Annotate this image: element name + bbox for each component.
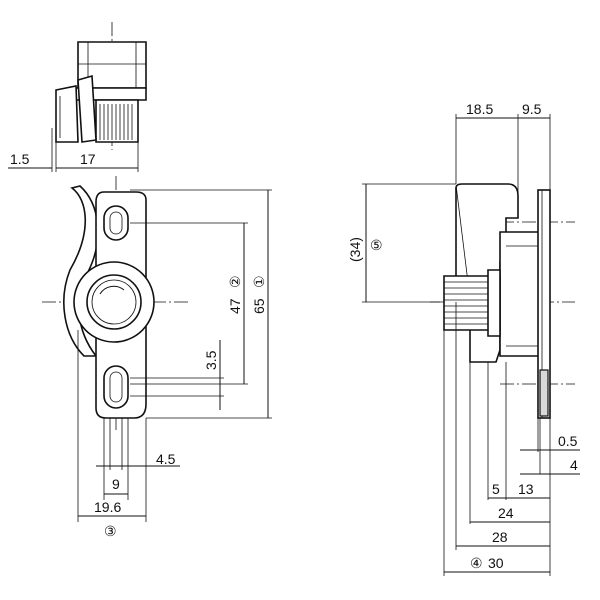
marker-4: ④ <box>470 555 483 571</box>
dim-17: 17 <box>80 151 96 167</box>
top-view: 1.5 17 <box>8 22 147 172</box>
dim-18-5: 18.5 <box>466 101 493 117</box>
dim-24: 24 <box>498 505 514 521</box>
dim-5: 5 <box>492 481 500 497</box>
dim-28: 28 <box>492 529 508 545</box>
dim-1-5: 1.5 <box>10 151 30 167</box>
side-view: 18.5 9.5 (34) ⑤ 0.5 4 5 13 24 <box>347 101 580 576</box>
dim-13: 13 <box>518 481 534 497</box>
marker-2: ② <box>227 275 243 288</box>
dim-65: 65 <box>251 298 267 314</box>
dim-4: 4 <box>570 457 578 473</box>
marker-3: ③ <box>104 523 117 539</box>
dim-0-5: 0.5 <box>558 433 578 449</box>
front-view: 65 ① 47 ② 3.5 4.5 9 19.6 ③ <box>42 176 272 539</box>
knob-ribs <box>99 104 133 140</box>
marker-1: ① <box>251 275 267 288</box>
dim-9-5: 9.5 <box>522 101 542 117</box>
dim-3-5: 3.5 <box>203 350 219 370</box>
dim-30: 30 <box>488 555 504 571</box>
dim-19-6: 19.6 <box>94 499 121 515</box>
marker-5: ⑤ <box>370 237 383 253</box>
dim-34: (34) <box>347 237 363 262</box>
dim-4-5: 4.5 <box>156 451 176 467</box>
dim-47: 47 <box>227 298 243 314</box>
dim-9: 9 <box>112 476 120 492</box>
